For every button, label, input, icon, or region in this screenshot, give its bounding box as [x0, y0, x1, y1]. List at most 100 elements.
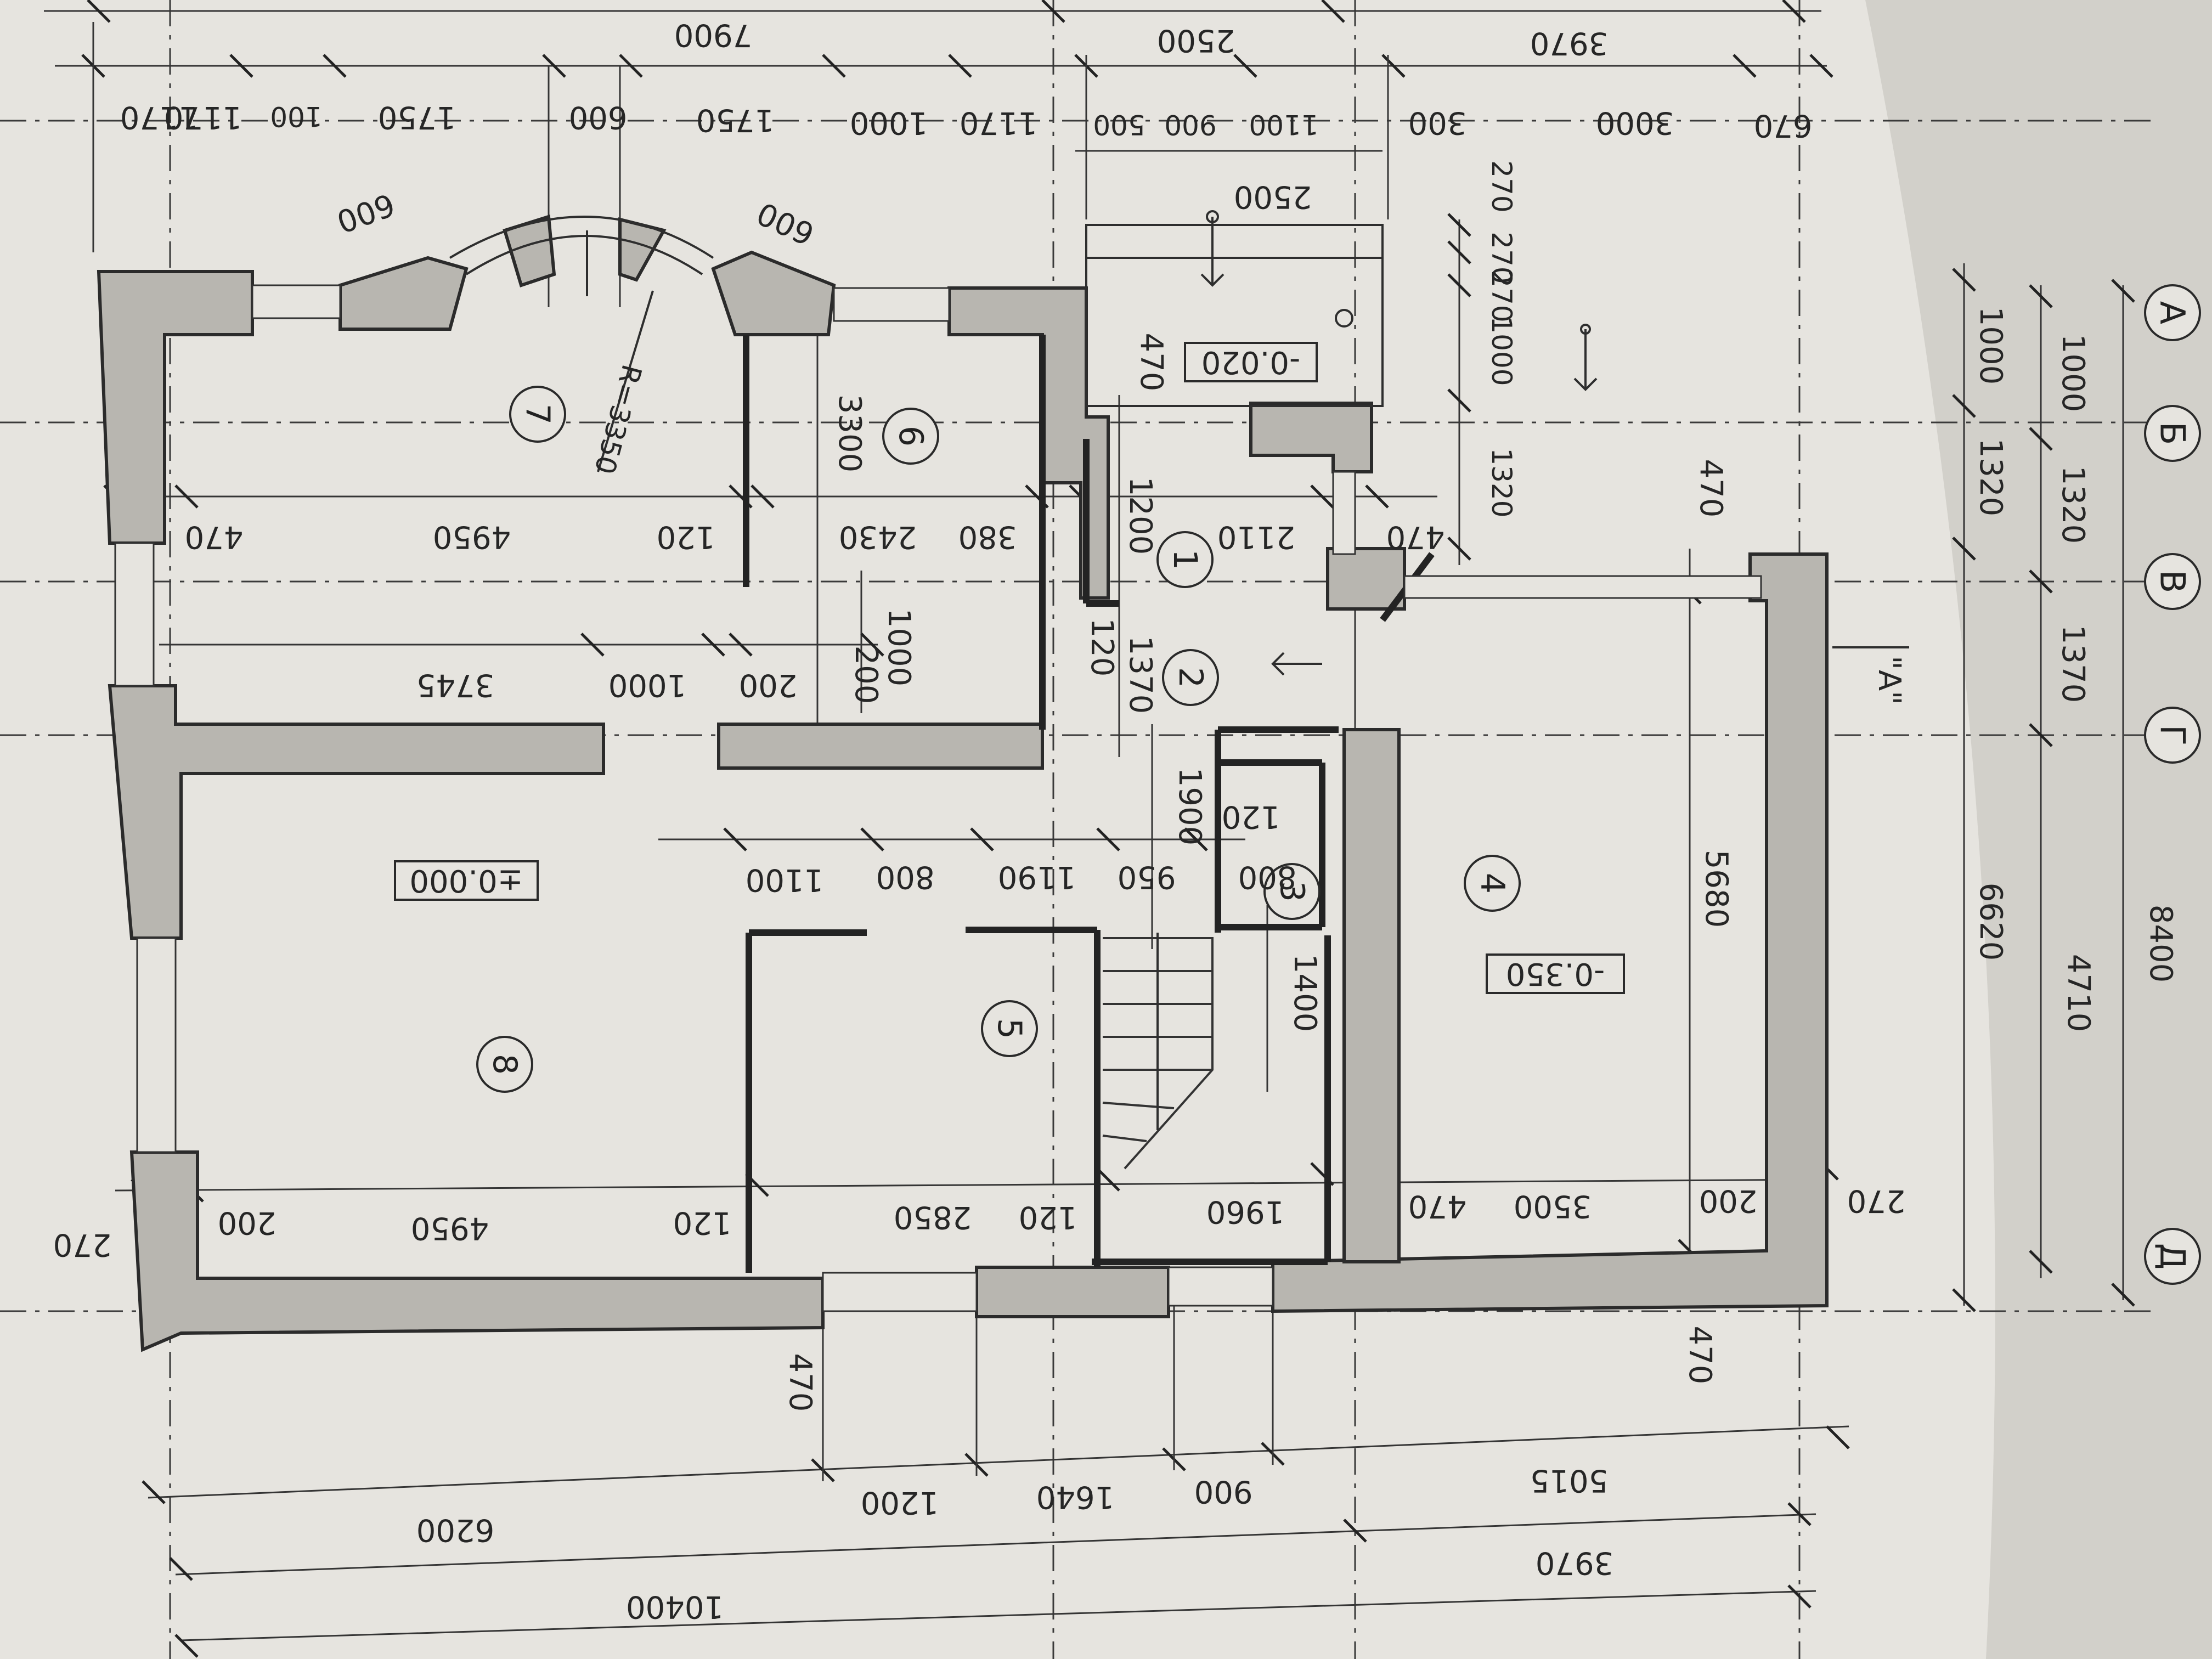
dim-porch-270-3: 270 [1486, 270, 1517, 322]
inner-dimension-texts: 470 4950 120 2430 380 2110 470 3745 1000… [53, 333, 1906, 1262]
top-dimension-texts: 7900 2500 3970 1170 1170 100 1750 600 17… [120, 17, 1813, 252]
dim-right-b-1000: 1000 [2055, 334, 2091, 413]
room-4-marker: 4 [1464, 855, 1521, 912]
room-2-number: 2 [1171, 667, 1210, 688]
dim-top-chain-1: 1170 [120, 99, 199, 135]
dim-top-chain-9: 1170 [960, 105, 1038, 140]
top-dimension-lines [44, 0, 1833, 307]
dim-top-chain-15: 670 [1754, 108, 1813, 143]
dim-top-overall-1: 7900 [674, 17, 753, 53]
room-1-number: 1 [1166, 549, 1204, 570]
room-markers: 1 2 3 4 5 6 7 8 [476, 386, 1521, 1093]
dim-porch-1000: 1000 [1486, 316, 1517, 386]
dim-row-bottom-10: 200 [1699, 1183, 1758, 1218]
axis-label-b: Б [2153, 422, 2193, 445]
dim-row-bottom-11: 270 [1847, 1183, 1906, 1218]
wall-vestibule [1326, 547, 1406, 611]
axis-marker-b[interactable]: Б [2144, 405, 2201, 462]
room-4-number: 4 [1473, 873, 1511, 894]
axis-marker-g[interactable]: Г [2144, 707, 2201, 764]
wall-south-pier [975, 1266, 1170, 1318]
axis-label-g: Г [2153, 725, 2193, 746]
dim-top-chain-5: 600 [569, 99, 628, 135]
axis-label-v: В [2153, 570, 2193, 594]
section-mark: "A" [1871, 656, 1907, 705]
dim-row-hall-6: 120 [1222, 799, 1280, 834]
dim-row-bottom-6: 120 [1019, 1199, 1077, 1235]
dim-row-hall-3: 1190 [998, 859, 1076, 895]
dim-row-bottom-2: 200 [218, 1205, 276, 1240]
dim-bottom-3970: 3970 [1536, 1545, 1614, 1581]
dim-row-top-3: 120 [657, 519, 715, 555]
dim-bottom-6200: 6200 [416, 1512, 495, 1548]
dim-top-chain-7: 1000 [850, 105, 928, 140]
dim-bottom-wall-470-left: 470 [782, 1353, 818, 1412]
dim-bottom-5015: 5015 [1530, 1463, 1609, 1498]
room-3-number: 3 [1273, 881, 1311, 902]
room-2-marker: 2 [1162, 649, 1219, 706]
dim-bottom-wall-470-right: 470 [1682, 1326, 1718, 1385]
dim-right-4710: 4710 [2061, 954, 2096, 1032]
dim-top-chain-3: 100 [270, 100, 322, 132]
room-3-marker: 3 [1263, 863, 1321, 920]
windows [114, 284, 1762, 1312]
dim-row-hall-5: 800 [1238, 859, 1297, 895]
dim-vertical-470-porch: 470 [1133, 333, 1169, 392]
axis-markers[interactable]: А Б В Г Д [2144, 284, 2201, 1285]
dim-top-chain-10: 500 [1093, 109, 1145, 140]
dim-row-bottom-5: 2850 [894, 1199, 972, 1235]
dim-right-b-1370: 1370 [2055, 625, 2091, 703]
wall-room6-south [717, 723, 1044, 770]
dim-right-b-1320: 1320 [2055, 466, 2091, 544]
dim-bottom-1640: 1640 [1036, 1479, 1115, 1515]
dim-porch-270-1: 270 [1486, 160, 1517, 212]
dim-row-top-4: 2430 [839, 519, 917, 555]
level-mark-porch: -0.020 [1184, 342, 1318, 382]
dim-row-hall-4: 950 [1118, 859, 1176, 895]
porch-stairs [1085, 210, 1598, 676]
dim-top-chain-4: 1750 [378, 99, 456, 135]
dim-top-overall-3: 3970 [1530, 25, 1609, 61]
dim-top-chain-14: 3000 [1596, 105, 1674, 140]
exterior-walls [97, 270, 1829, 1352]
dim-vertical-1400: 1400 [1287, 954, 1323, 1032]
dim-porch-270-2: 270 [1486, 232, 1517, 284]
room-5-number: 5 [990, 1018, 1029, 1039]
dim-vertical-1200: 1200 [1122, 477, 1158, 555]
dim-bottom-1200: 1200 [861, 1485, 939, 1520]
dim-right-a-1000: 1000 [1973, 307, 2008, 385]
dim-row-top-2: 4950 [433, 519, 511, 555]
dim-bottom-900: 900 [1194, 1474, 1253, 1509]
room-1-marker: 1 [1156, 531, 1214, 588]
room-6-marker: 6 [882, 408, 939, 465]
right-dimension-texts: 8400 6620 4710 1000 1320 1000 1320 1370 … [1486, 160, 2179, 1032]
dim-row-mid-2: 1000 [608, 667, 687, 703]
dim-porch-width: 2500 [1234, 179, 1312, 215]
dim-row-top-6: 2110 [1217, 519, 1296, 555]
interior-partitions [743, 335, 1435, 1273]
dim-row-bottom-9: 3500 [1514, 1188, 1592, 1224]
dim-row-hall-7: 1900 [1172, 768, 1207, 846]
dim-vertical-3300: 3300 [832, 394, 867, 473]
room-8-number: 8 [486, 1054, 524, 1075]
dim-top-chain-12: 1100 [1249, 109, 1318, 140]
dim-row-top-1: 470 [185, 519, 244, 555]
axis-marker-d[interactable]: Д [2144, 1228, 2201, 1285]
room-5-marker: 5 [981, 1000, 1038, 1057]
dim-top-chain-13: 300 [1408, 105, 1467, 140]
axis-marker-a[interactable]: А [2144, 284, 2201, 341]
dim-row-mid-3: 200 [739, 667, 798, 703]
dim-row-mid-4: 200 [848, 646, 884, 704]
axis-label-a: А [2153, 301, 2193, 324]
dim-vertical-1370: 1370 [1122, 636, 1158, 714]
dim-row-top-7: 470 [1386, 519, 1445, 555]
dim-right-6620: 6620 [1973, 883, 2008, 961]
inner-dimension-lines [103, 307, 1839, 1306]
level-text-garage: -0.350 [1506, 956, 1605, 992]
dim-top-chain-11: 900 [1164, 109, 1216, 140]
dim-vertical-470-garage: 470 [1693, 459, 1729, 518]
dim-row-hall-2: 800 [876, 859, 935, 895]
axis-marker-v[interactable]: В [2144, 553, 2201, 610]
staircase [1102, 933, 1214, 1170]
